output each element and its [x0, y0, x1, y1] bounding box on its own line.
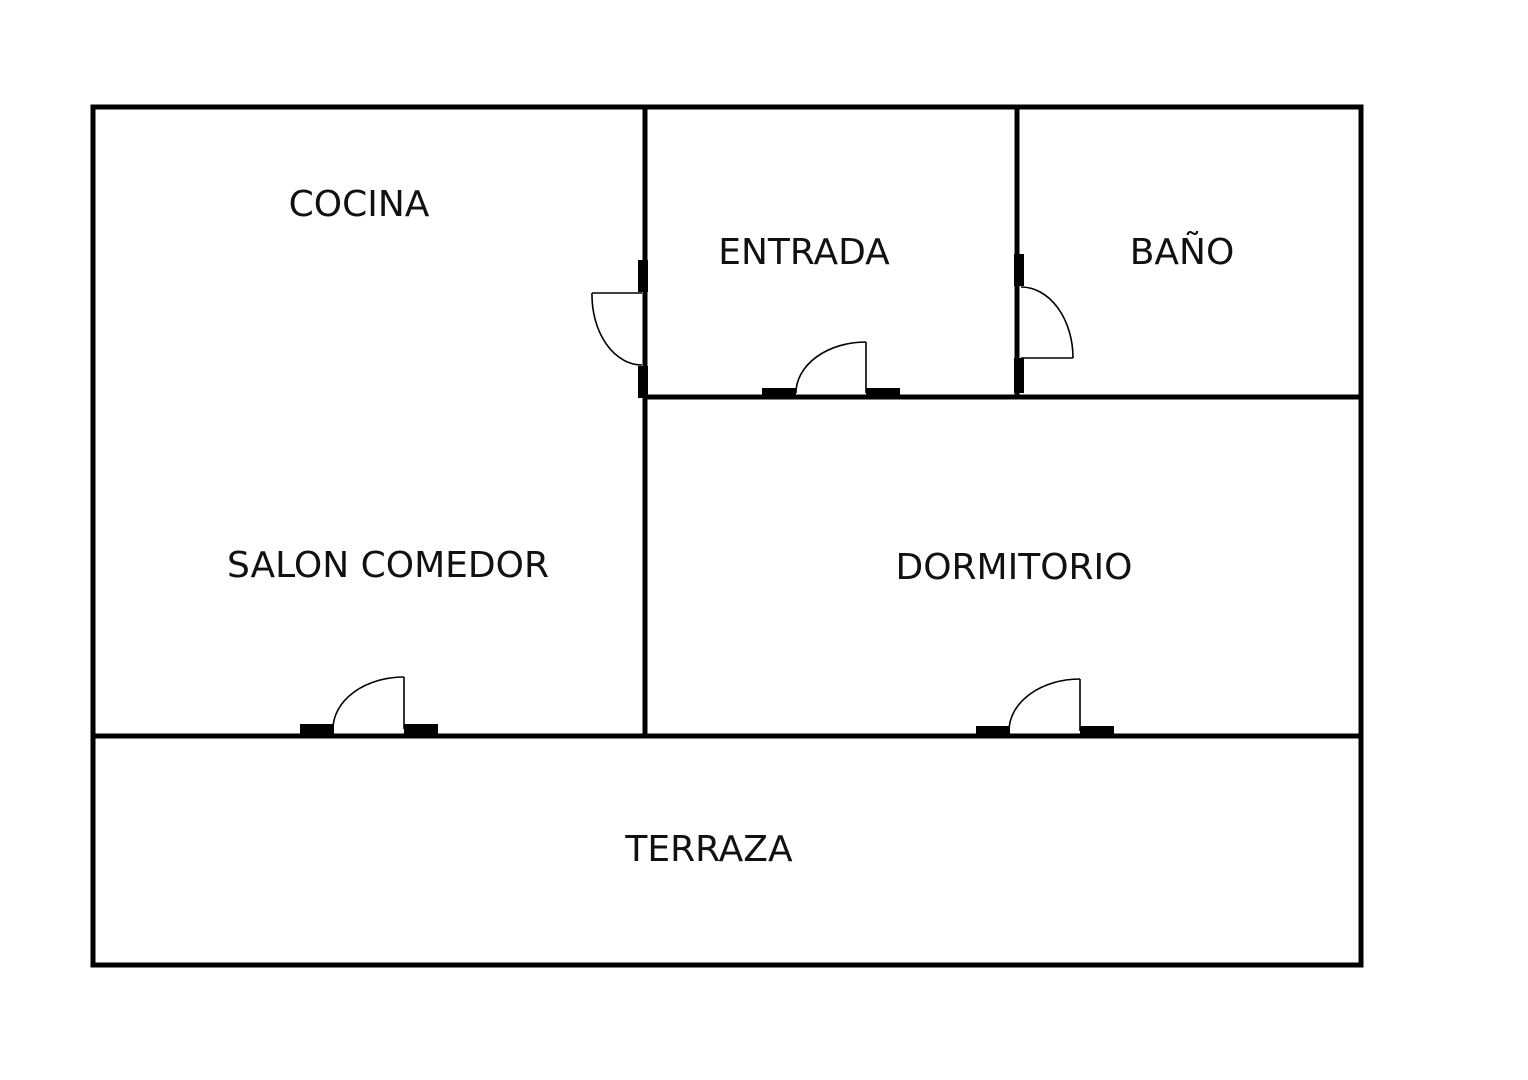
outer-wall: [90, 104, 1364, 968]
door-jamb: [762, 388, 796, 397]
door-swing-arc: [332, 676, 405, 730]
door-jamb: [300, 724, 334, 734]
room-label-bano: BAÑO: [1130, 231, 1235, 273]
door-swing-arc: [795, 341, 867, 394]
door-jamb: [976, 726, 1010, 735]
door-jamb: [1014, 358, 1024, 393]
door-salon-terraza: [300, 676, 438, 734]
door-entrada: [762, 341, 900, 397]
room-label-dormitorio: DORMITORIO: [895, 547, 1132, 588]
door-swing-arc: [1020, 286, 1074, 359]
door-bano: [1014, 254, 1074, 393]
room-label-salon-comedor: SALON COMEDOR: [227, 545, 549, 586]
room-label-entrada: ENTRADA: [718, 232, 890, 273]
door-jamb: [866, 388, 900, 397]
door-swing-arc: [1008, 678, 1081, 732]
door-jamb: [1080, 726, 1114, 735]
room-label-terraza: TERRAZA: [624, 829, 793, 870]
room-labels: COCINA ENTRADA BAÑO SALON COMEDOR DORMIT…: [227, 184, 1234, 870]
door-cocina-entrada: [591, 260, 648, 398]
door-swing-arc: [591, 292, 643, 366]
door-jamb: [638, 260, 648, 292]
door-jamb: [404, 724, 438, 734]
door-jamb: [638, 366, 648, 398]
door-dormitorio-terraza: [976, 678, 1114, 735]
walls: [90, 104, 1364, 968]
door-jamb: [1014, 254, 1024, 286]
room-label-cocina: COCINA: [289, 184, 430, 225]
